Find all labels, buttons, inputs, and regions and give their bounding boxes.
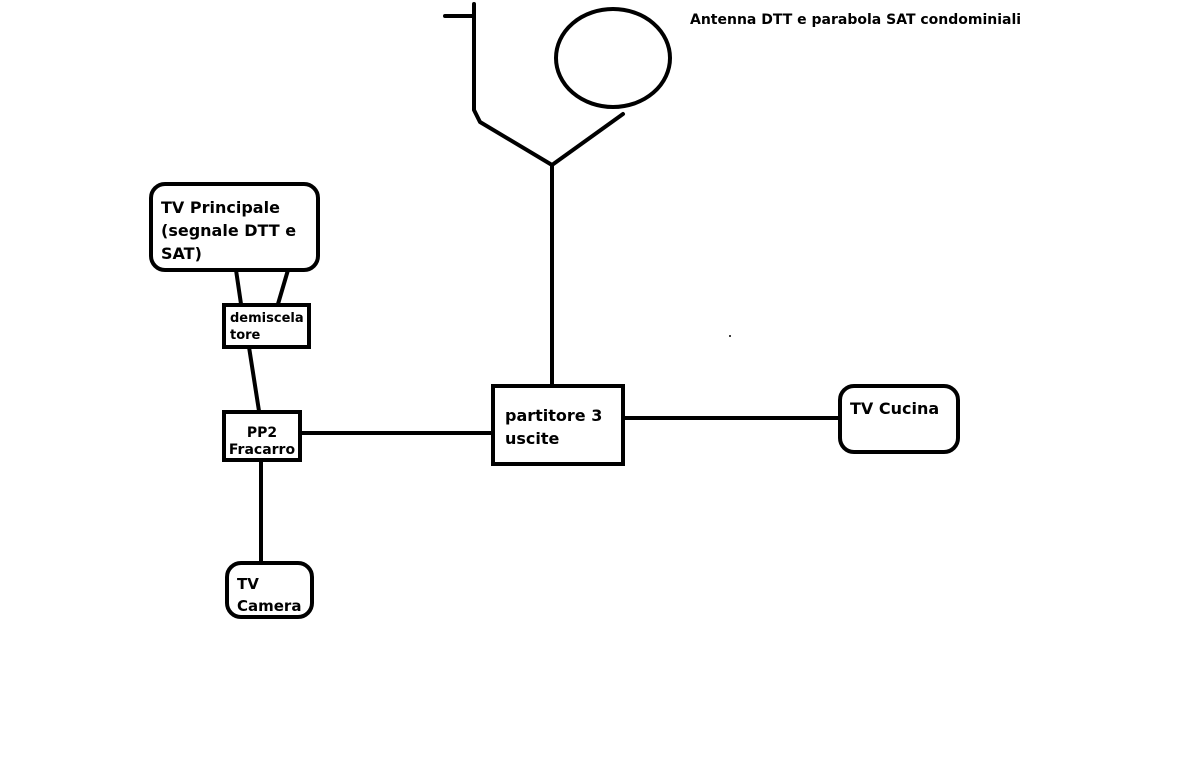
dish-arm: [550, 112, 625, 167]
node-partitore: partitore 3 uscite: [491, 384, 625, 466]
cable-demix-tv-1: [234, 268, 243, 306]
node-demiscelatore: demiscela tore: [222, 303, 311, 349]
stray-dot: [729, 335, 731, 337]
diagram-title: Antenna DTT e parabola SAT condominiali: [690, 12, 1022, 28]
cable-demix-tv-2: [276, 268, 290, 306]
dtt-antenna: [443, 2, 554, 167]
cable-pp2-demiscelatore: [247, 345, 261, 413]
node-tv-camera: TV Camera: [225, 561, 314, 619]
node-tv-principale: TV Principale (segnale DTT e SAT): [149, 182, 320, 272]
sat-dish: [554, 7, 672, 109]
node-pp2-fracarro: PP2 Fracarro: [222, 410, 302, 462]
node-tv-cucina: TV Cucina: [838, 384, 960, 454]
